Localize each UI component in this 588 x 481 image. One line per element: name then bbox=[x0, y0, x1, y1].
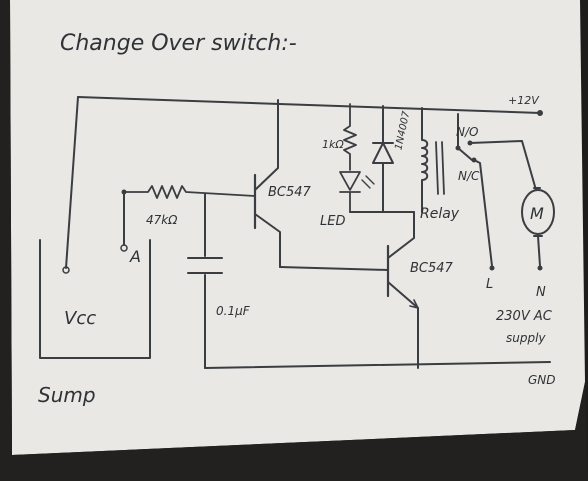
vcc-label: Vcc bbox=[64, 308, 96, 329]
vcc-wire bbox=[65, 96, 79, 269]
resistor-47k bbox=[123, 185, 256, 199]
transistor-1-leads bbox=[254, 99, 281, 268]
ground-rail bbox=[204, 361, 551, 369]
capacitor bbox=[187, 257, 223, 274]
transistor-2-arrow bbox=[409, 299, 419, 309]
supply-node bbox=[537, 110, 543, 116]
probe-a-label: A bbox=[129, 247, 141, 266]
supply-label: +12V bbox=[508, 94, 540, 107]
line-terminal bbox=[489, 265, 495, 271]
transistor-2-label: BC547 bbox=[410, 261, 454, 276]
base-link-wire bbox=[279, 266, 389, 271]
flyback-diode bbox=[372, 105, 394, 213]
diagram-title: Change Over switch:- bbox=[60, 31, 297, 56]
supply-rail bbox=[77, 96, 541, 114]
motor-feed-wire bbox=[469, 140, 537, 191]
motor-symbol bbox=[521, 189, 555, 235]
capacitor-label: 0.1μF bbox=[216, 304, 251, 318]
sump-label: Sump bbox=[38, 383, 96, 407]
line-label: L bbox=[486, 277, 493, 292]
relay-coil bbox=[421, 107, 429, 213]
sump-tank bbox=[39, 239, 151, 359]
resistor-1k bbox=[343, 103, 357, 171]
vcc-probe bbox=[62, 266, 70, 274]
neutral-label: N bbox=[536, 285, 546, 300]
ac-supply-label-2: supply bbox=[506, 331, 546, 345]
line-wire bbox=[473, 159, 493, 267]
resistor-1k-label: 1kΩ bbox=[322, 138, 344, 151]
led-label: LED bbox=[320, 214, 345, 229]
contact-no-label: N/O bbox=[456, 125, 478, 139]
ac-supply-label-1: 230V AC bbox=[496, 309, 553, 324]
led-light-rays bbox=[361, 175, 375, 189]
transistor-1-label: BC547 bbox=[268, 185, 312, 200]
contact-nc-label: N/C bbox=[458, 169, 480, 183]
neutral-terminal bbox=[537, 265, 543, 271]
paper-sheet bbox=[10, 0, 585, 455]
relay-armature bbox=[457, 113, 473, 161]
relay-core bbox=[435, 141, 445, 195]
ground-label: GND bbox=[528, 373, 556, 387]
resistor-47k-label: 47kΩ bbox=[146, 213, 178, 227]
neutral-wire bbox=[537, 235, 541, 267]
motor-label: M bbox=[530, 204, 544, 223]
relay-label: Relay bbox=[420, 206, 460, 222]
led bbox=[339, 171, 361, 213]
